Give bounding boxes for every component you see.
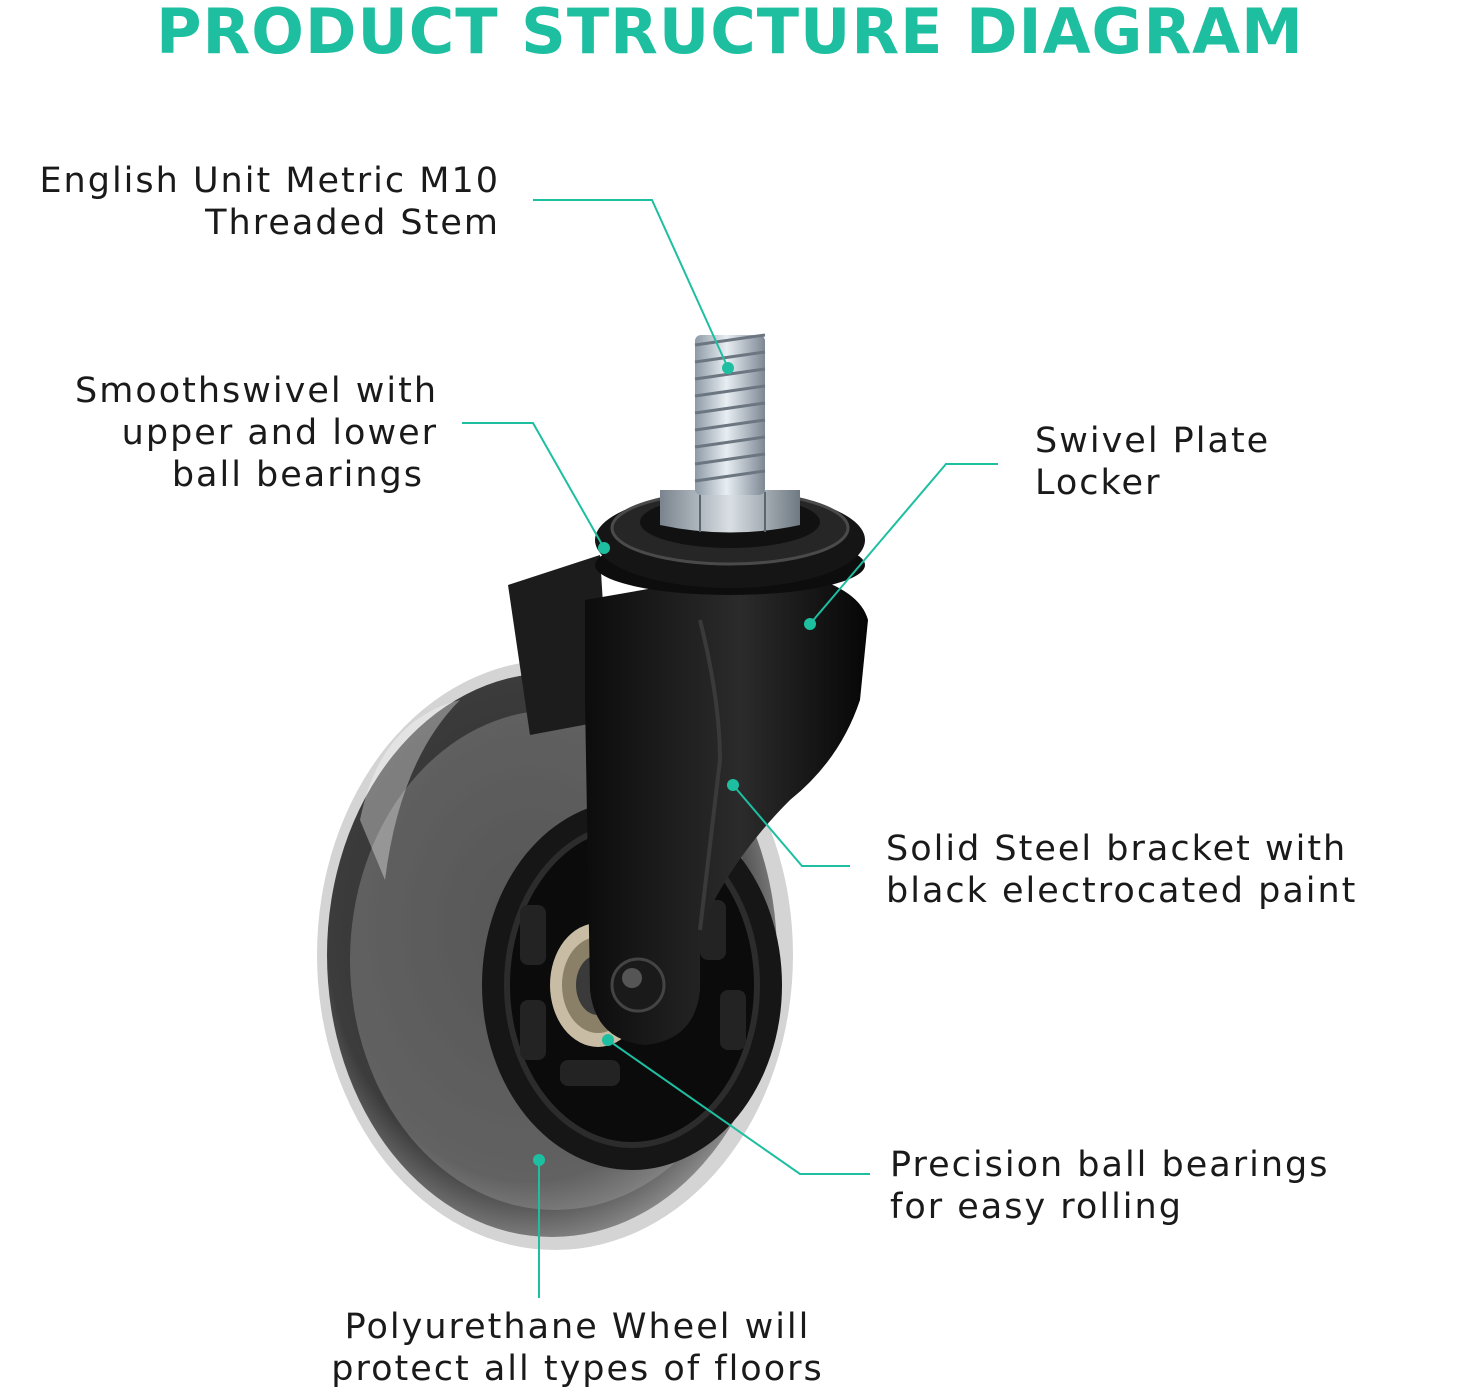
callout-bracket-line: Solid Steel bracket with (886, 829, 1348, 869)
leader-swivel (462, 422, 605, 549)
dot-swivel (598, 542, 610, 554)
callout-swivel-line: Smoothswivel with (75, 371, 438, 411)
callout-plate-line: Swivel Plate (1035, 421, 1271, 461)
callout-bearings-line: Precision ball bearings (890, 1145, 1330, 1185)
dot-wheel (533, 1154, 545, 1166)
callout-plate-line: Locker (1035, 463, 1162, 503)
callout-stem-line: Threaded Stem (205, 203, 500, 243)
callout-plate: Swivel Plate Locker (1035, 420, 1270, 504)
leader-plate (809, 463, 998, 625)
callout-wheel: Polyurethane Wheel will protect all type… (290, 1306, 865, 1390)
hub-slot (520, 905, 546, 965)
dot-bracket (727, 779, 739, 791)
axle-bolt-highlight (622, 968, 642, 988)
dot-plate (804, 618, 816, 630)
stem-threads (694, 333, 766, 483)
callout-swivel-line: upper and lower (121, 413, 438, 453)
bracket-front (585, 575, 868, 1045)
leader-lines (462, 199, 998, 1298)
leader-bearings (607, 1039, 870, 1175)
hex-nut (660, 490, 800, 533)
dot-bearings (602, 1034, 614, 1046)
bracket (508, 555, 868, 1045)
bracket-back-plate (508, 555, 610, 735)
dot-stem (722, 362, 734, 374)
callout-bearings: Precision ball bearings for easy rolling (890, 1144, 1329, 1228)
leader-stem (533, 199, 729, 369)
leader-dots (533, 362, 816, 1166)
hub-slot (560, 1060, 620, 1086)
bracket-crease (698, 619, 723, 931)
callout-swivel-line: ball bearings (171, 455, 424, 495)
callout-stem-line: English Unit Metric M10 (39, 161, 500, 201)
hub-slot (720, 990, 746, 1050)
threaded-stem (694, 333, 766, 495)
callout-bracket-line: black electrocated paint (886, 871, 1358, 911)
hub-slot (520, 1000, 546, 1060)
callout-stem: English Unit Metric M10 Threaded Stem (39, 160, 500, 244)
callout-bracket: Solid Steel bracket with black electroca… (886, 828, 1357, 912)
callout-wheel-line: Polyurethane Wheel will (344, 1307, 811, 1347)
callout-bearings-line: for easy rolling (890, 1187, 1183, 1227)
callout-wheel-line: protect all types of floors (331, 1349, 824, 1389)
wheel-highlight (360, 700, 460, 880)
diagram-title: PRODUCT STRUCTURE DIAGRAM (156, 0, 1304, 68)
nut-body (660, 490, 800, 533)
leader-bracket (732, 784, 850, 867)
callout-swivel: Smoothswivel with upper and lower ball b… (75, 370, 438, 496)
